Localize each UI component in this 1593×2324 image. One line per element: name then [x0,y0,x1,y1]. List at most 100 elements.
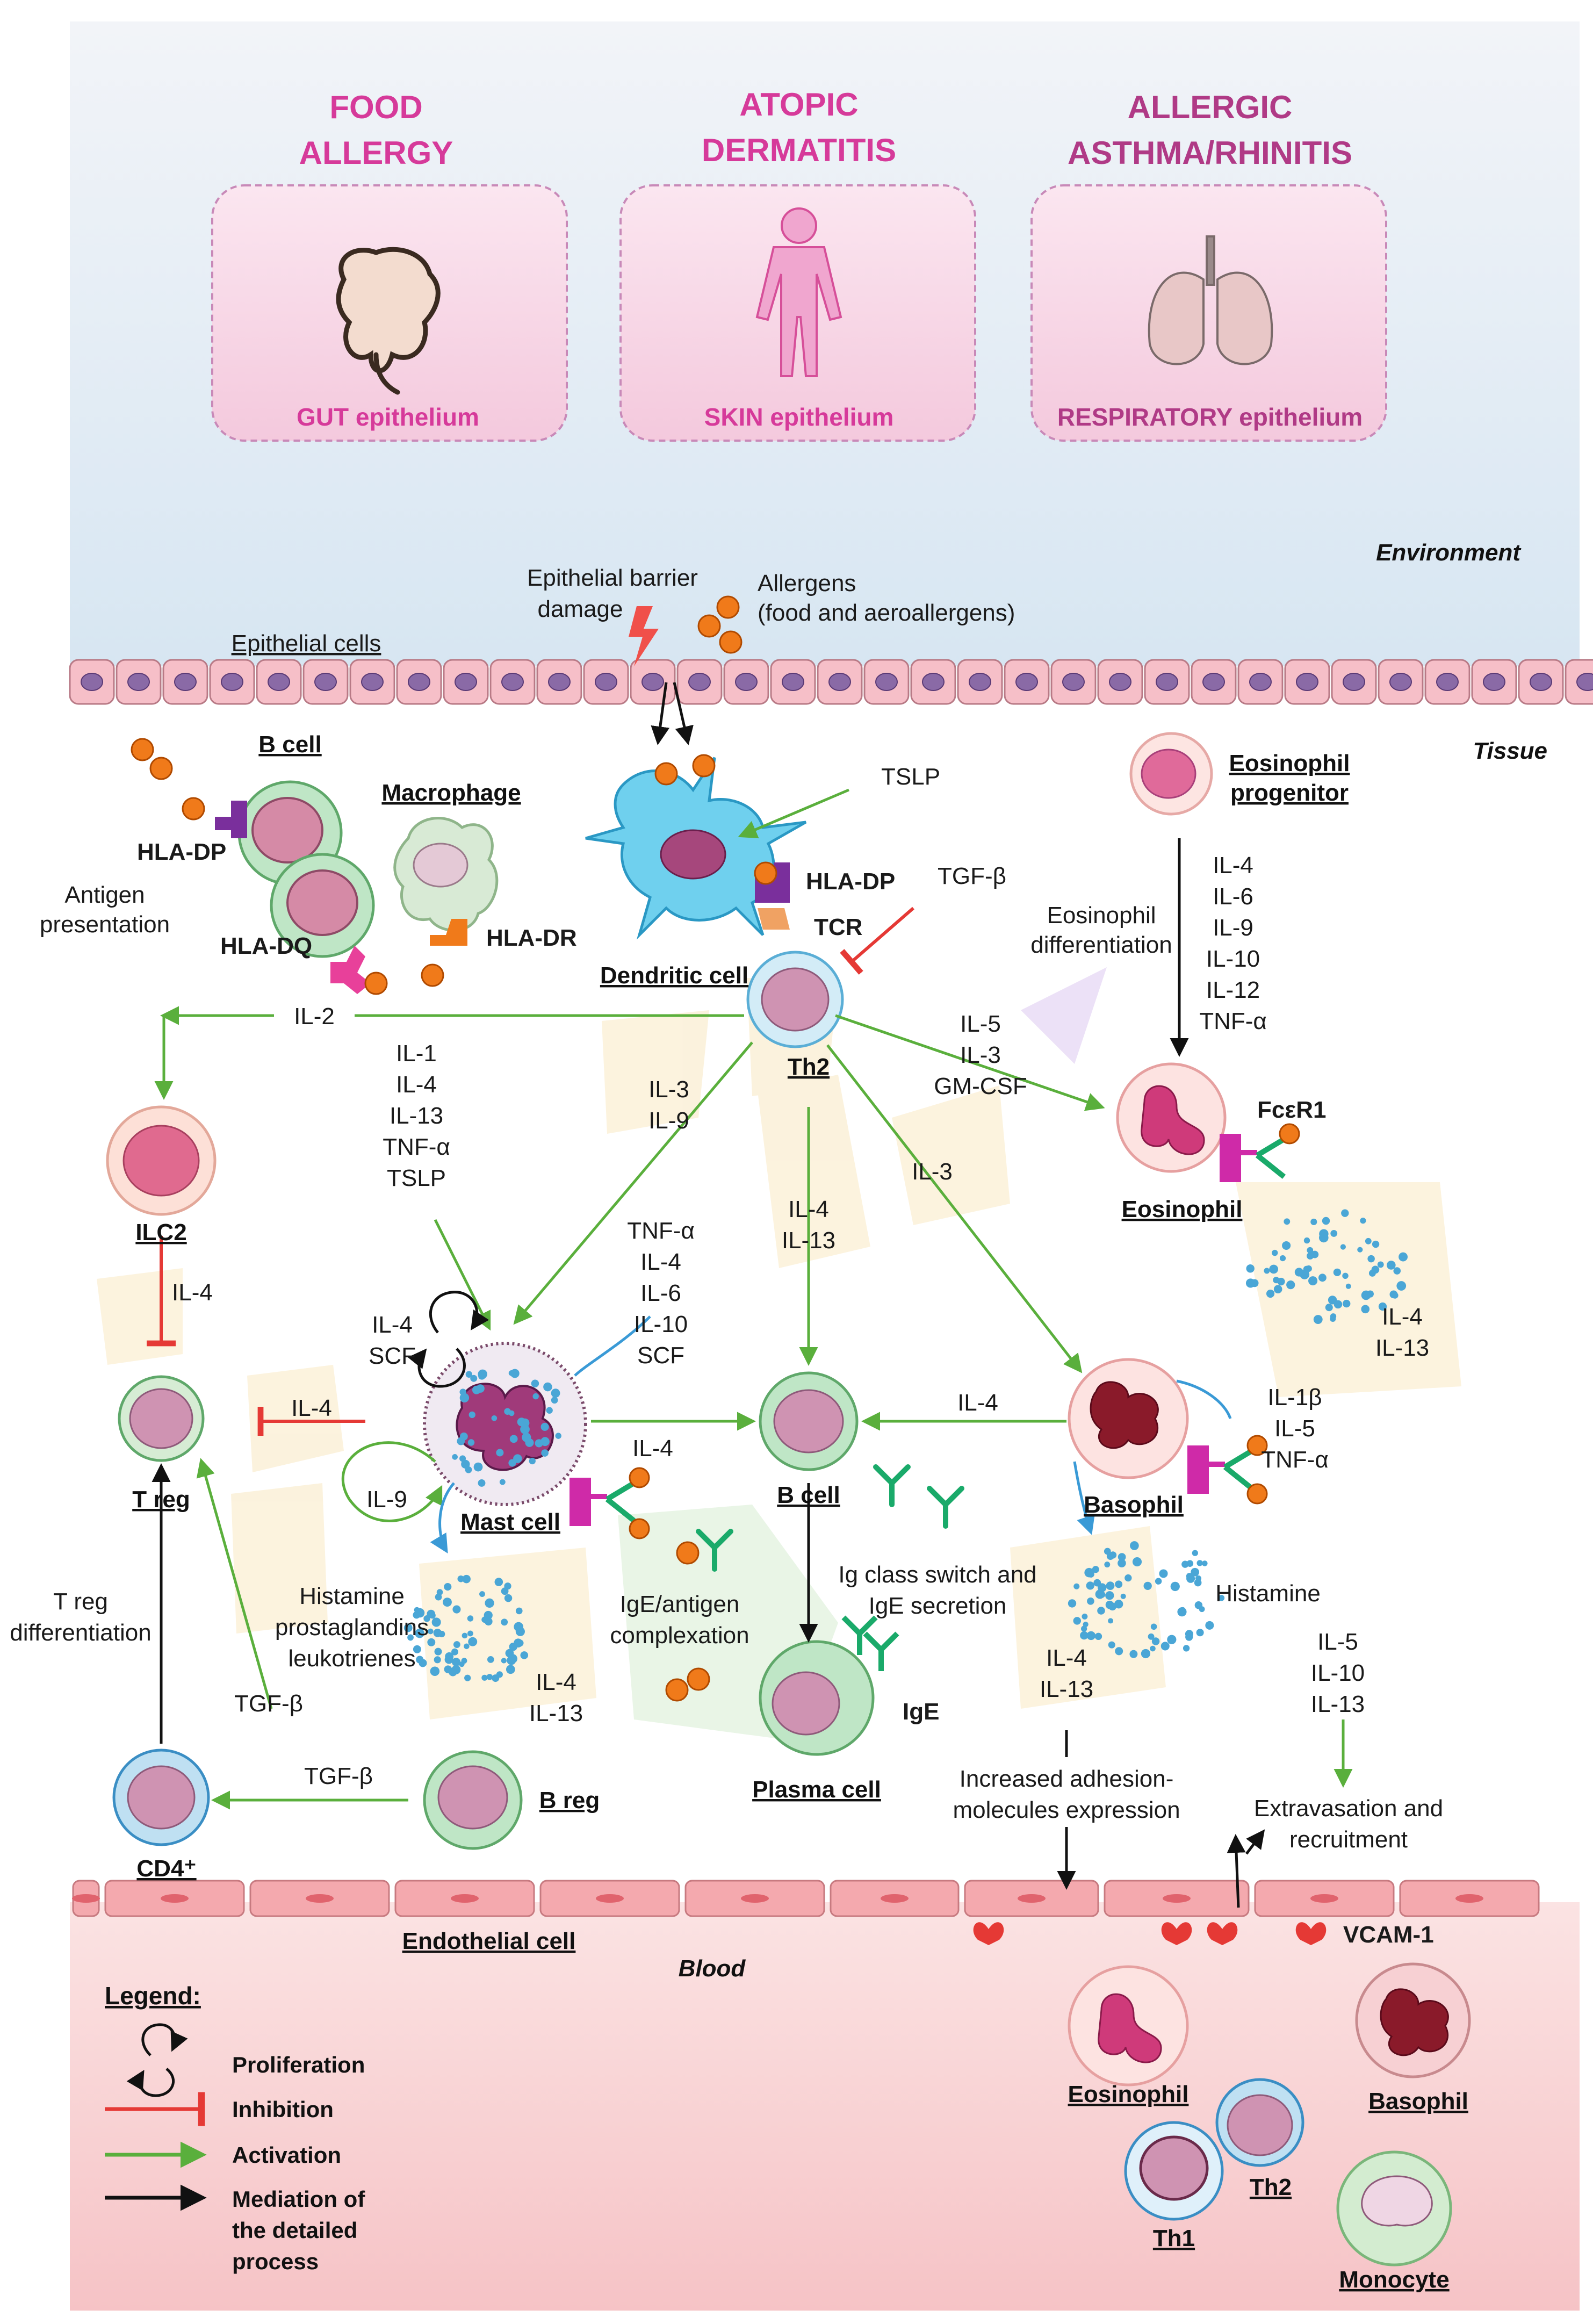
cytokine: TNF-α [383,1134,450,1160]
granule [1170,1581,1180,1592]
granule [517,1418,526,1427]
granule [452,1605,461,1614]
process-text: IgE secretion [869,1593,1007,1619]
cytokine: IL-9 [648,1107,689,1134]
granule [1342,1272,1349,1279]
cytokine: TNF-α [1199,1008,1267,1034]
epithelial-cell [69,659,115,705]
lungs-icon [1148,235,1273,365]
vcam-label: VCAM-1 [1343,1922,1434,1948]
il4-baso-b-label: IL-4 [957,1390,998,1416]
granule [476,1384,485,1393]
il4-il13-baso-label: IL-4 IL-13 [1040,1645,1093,1702]
cytokine: IL-1 [396,1040,437,1067]
cytokine: IL-10 [1206,946,1260,972]
mast-output-cytokines: TNF-α IL-4 IL-6 IL-10 SCF [627,1218,695,1369]
b-cell-top-shape [215,780,375,994]
antigen-presentation-label: presentation [40,911,170,938]
epithelial-cell [957,659,1003,705]
granule [465,1466,472,1473]
epithelial-cell [1144,659,1190,705]
allergen-particles [697,595,743,654]
granule [1099,1591,1106,1598]
granule [1303,1265,1310,1273]
epithelial-cell [1191,659,1237,705]
granule [1196,1560,1203,1566]
activation-arrows [154,788,1353,1810]
eos-differentiation-label: differentiation [1030,932,1172,958]
process-text: Increased adhesion- [960,1766,1174,1792]
cytokine: IL-4 [396,1071,437,1098]
blood-th1-label: Th1 [1153,2225,1195,2251]
granule [1167,1635,1177,1644]
epithelial-cell [583,659,629,705]
granule [1372,1240,1380,1248]
granule [1083,1621,1089,1628]
proliferation-icon [407,1291,489,1388]
granule [1097,1607,1105,1615]
granule [1130,1541,1139,1550]
legend-proliferation: Proliferation [232,2052,365,2077]
granule [1366,1290,1374,1298]
granule [468,1411,475,1419]
granule [1087,1597,1094,1605]
basophil-shape [1068,1358,1268,1505]
granule [414,1607,420,1613]
granule [430,1666,440,1677]
barrier-damage-label: damage [537,596,623,622]
tgfb-treg-label: TGF-β [234,1690,303,1717]
granule [486,1674,493,1680]
blood-monocyte-label: Monocyte [1339,2267,1449,2293]
cytokine: IL-4 [1382,1304,1423,1330]
granule [1277,1277,1285,1286]
cytokine: IL-4 [1213,852,1253,879]
granule [551,1397,558,1404]
granule [452,1454,458,1460]
granule [515,1607,523,1615]
cytokine: IL-3 [960,1042,1001,1068]
allergens-label: Allergens [758,570,856,596]
granule [413,1645,421,1653]
eos-differentiation-label: Eosinophil [1047,902,1156,929]
granule [508,1410,515,1416]
cytokine: IL-13 [1375,1335,1429,1361]
granule [1357,1247,1363,1253]
granule [535,1439,543,1448]
ilc2-shape [106,1105,217,1216]
allergen-particles [665,1541,710,1702]
process-text: molecules expression [953,1797,1180,1823]
disease-title-line2: ALLERGY [299,135,453,171]
granule [1106,1552,1114,1560]
granule [1094,1632,1102,1641]
epithelial-cell [1518,659,1564,705]
granule [1086,1581,1094,1590]
treg-differentiation-label: T reg differentiation [10,1588,151,1646]
epithelial-cell [723,659,769,705]
b-cell-mid-shape [759,1371,859,1471]
granule [443,1598,452,1607]
legend-mediation: Mediation of [232,2186,365,2212]
cytokine: IL-4 [372,1312,413,1338]
cytokine: IL-5 [1317,1629,1358,1655]
granule [532,1393,539,1400]
mediation-arrows [152,682,1265,1908]
allergens-label: (food and aeroallergens) [758,600,1015,626]
mast-input-cytokines: IL-1 IL-4 IL-13 TNF-α TSLP [383,1040,450,1191]
il4-scf-label: IL-4 SCF [369,1312,416,1369]
granule [1108,1618,1114,1624]
granule [1341,1209,1349,1217]
granule [1183,1645,1190,1652]
granule [467,1615,474,1622]
tgfb-breg-label: TGF-β [304,1763,373,1789]
adhesion-label: Increased adhesion- molecules expression [953,1766,1180,1823]
il3-baso-label: IL-3 [912,1159,953,1185]
epithelial-cell [302,659,349,705]
granule [1303,1237,1310,1244]
cytokine: IL-13 [390,1103,443,1129]
treg-label: T reg [132,1486,190,1513]
granule [1115,1580,1123,1588]
epithelial-cells-label: Epithelial cells [232,630,381,657]
granule [540,1422,549,1431]
granule [444,1655,453,1664]
granule [508,1370,515,1376]
